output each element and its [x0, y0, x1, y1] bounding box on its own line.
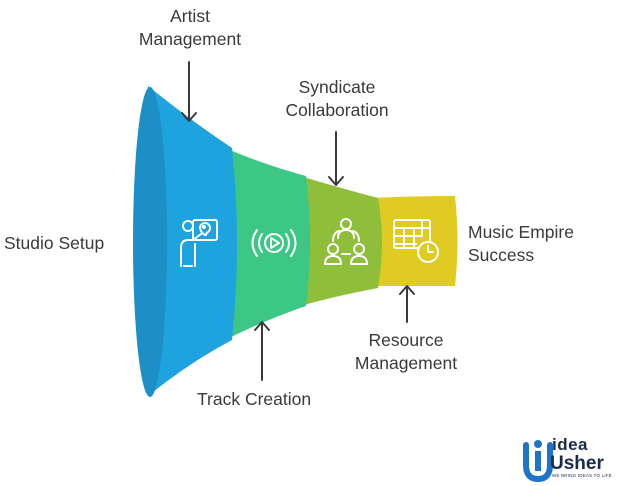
- logo-word-usher: Usher: [550, 453, 604, 474]
- arrow-track-creation: [254, 321, 270, 381]
- arrow-syndicate-collaboration: [328, 131, 344, 186]
- logo-tagline: WE BRING IDEAS TO LIFE: [552, 473, 612, 478]
- label-studio-setup: Studio Setup: [4, 233, 105, 253]
- people-network-icon: [324, 218, 368, 265]
- stage-track-creation: [225, 148, 310, 340]
- ideausher-logo-mark: [523, 440, 553, 483]
- play-broadcast-icon: [251, 229, 297, 257]
- logo-word-idea: idea: [552, 435, 589, 454]
- label-resource-management: Resource Management: [354, 330, 458, 373]
- presenter-palette-icon: [180, 219, 218, 267]
- arrow-artist-management: [181, 61, 197, 122]
- ideausher-logo: idea Usher WE BRING IDEAS TO LIFE: [550, 435, 632, 480]
- label-music-empire-success: Music Empire Success: [468, 222, 574, 265]
- funnel-mouth: [133, 87, 167, 397]
- label-syndicate-collaboration: Syndicate Collaboration: [285, 77, 389, 120]
- calendar-clock-icon: [393, 219, 439, 263]
- arrow-resource-management: [399, 285, 415, 323]
- label-track-creation: Track Creation: [197, 389, 312, 409]
- label-artist-management: Artist Management: [138, 6, 242, 49]
- stage-syndicate-collaboration: [300, 176, 382, 306]
